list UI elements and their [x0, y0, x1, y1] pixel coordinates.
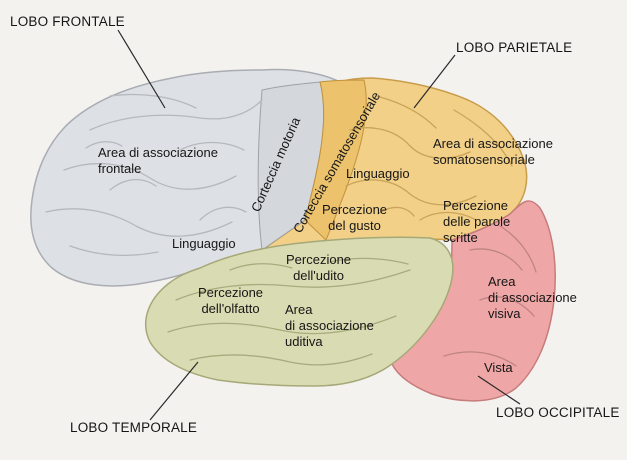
visual-association-area: Area di associazione visiva: [488, 274, 577, 322]
frontal-association-line-2: frontale: [98, 161, 142, 176]
frontal-association-area: Area di associazione frontale: [98, 145, 218, 177]
hearing-line-2: dell'udito: [293, 268, 344, 283]
leader-parietal: [413, 54, 456, 109]
taste-line-2: del gusto: [328, 218, 381, 233]
vision-label: Vista: [484, 360, 513, 375]
temporal-lobe-shape: [145, 236, 454, 387]
leader-lines: [117, 29, 521, 421]
leader-occipital: [477, 375, 521, 405]
gyri-lines: [45, 93, 537, 367]
leader-temporal: [149, 361, 199, 421]
written-words-line-3: scritte: [443, 230, 478, 245]
smell-perception-area: Percezione dell'olfatto: [198, 285, 263, 317]
somatosensory-strip-shape: [304, 79, 367, 241]
language-parietal-label: Linguaggio: [346, 166, 410, 181]
smell-line-2: dell'olfatto: [201, 301, 260, 316]
leader-frontal: [117, 29, 166, 109]
auditory-association-line-1: Area: [285, 302, 313, 317]
occipital-lobe-label: LOBO OCCIPITALE: [496, 405, 620, 420]
hearing-perception-area: Percezione dell'udito: [286, 252, 351, 284]
written-words-perception-area: Percezione delle parole scritte: [443, 198, 510, 246]
somatosensory-association-area: Area di associazione somatosensoriale: [433, 136, 553, 168]
frontal-lobe-label: LOBO FRONTALE: [10, 14, 125, 29]
smell-line-1: Percezione: [198, 285, 264, 300]
somatosensory-association-line-1: Area di associazione: [433, 136, 553, 151]
visual-association-line-3: visiva: [488, 306, 521, 321]
taste-perception-area: Percezione del gusto: [322, 202, 387, 234]
parietal-lobe-label: LOBO PARIETALE: [456, 40, 573, 55]
temporal-lobe-label: LOBO TEMPORALE: [70, 420, 198, 435]
auditory-association-line-3: uditiva: [285, 334, 323, 349]
somatosensory-association-line-2: somatosensoriale: [433, 152, 535, 167]
frontal-association-line-1: Area di associazione: [98, 145, 218, 160]
hearing-line-1: Percezione: [286, 252, 352, 267]
written-words-line-2: delle parole: [443, 214, 511, 229]
auditory-association-area: Area di associazione uditiva: [285, 302, 374, 350]
visual-association-line-1: Area: [488, 274, 516, 289]
taste-line-1: Percezione: [322, 202, 388, 217]
visual-association-line-2: di associazione: [488, 290, 577, 305]
language-frontal-label: Linguaggio: [172, 236, 236, 251]
written-words-line-1: Percezione: [443, 198, 509, 213]
auditory-association-line-2: di associazione: [285, 318, 374, 333]
